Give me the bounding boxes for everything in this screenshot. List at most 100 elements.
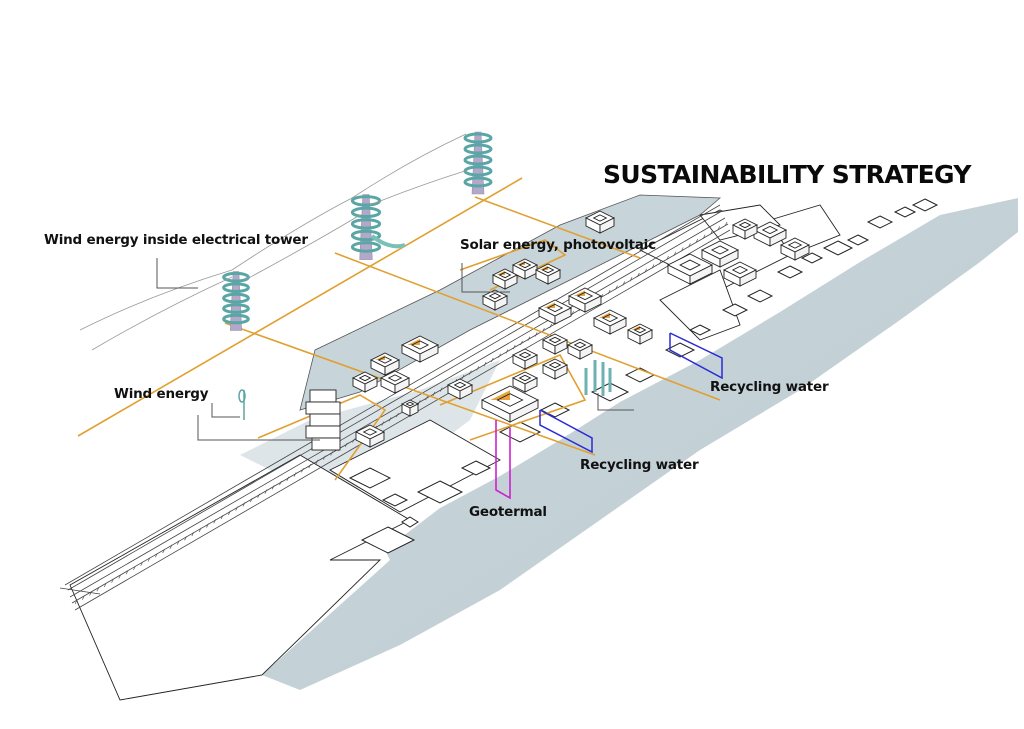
parcel — [498, 421, 542, 443]
building-wall — [419, 344, 439, 363]
rail-tick — [527, 336, 531, 341]
building-wall — [639, 329, 653, 345]
parcel — [381, 493, 409, 507]
solar-panel — [490, 390, 510, 400]
wind-tower-icon — [222, 271, 250, 331]
parcel — [360, 526, 416, 554]
building-inner — [576, 291, 594, 301]
building — [379, 370, 411, 394]
turbine-blade — [350, 218, 382, 230]
solar-panel — [543, 302, 555, 308]
parcel — [822, 240, 854, 256]
solar-panel — [375, 355, 385, 360]
building-inner — [541, 266, 555, 274]
rail-tick — [279, 480, 282, 486]
rail-tick — [571, 311, 574, 316]
label-solar: Solar energy, photovoltaic — [460, 237, 656, 253]
solar-panel — [573, 290, 585, 296]
buildings — [351, 210, 811, 448]
power-cables — [79, 133, 469, 351]
building-inner — [573, 341, 587, 349]
turbine-blade — [463, 132, 493, 144]
solar-panel — [407, 338, 420, 345]
rail-tick — [235, 506, 238, 511]
parcel — [800, 252, 824, 264]
label-geothermal: Geotermal — [469, 504, 547, 520]
building-wall — [794, 244, 810, 261]
rail-tick — [147, 557, 151, 562]
building-inner — [377, 356, 393, 364]
building-wall — [554, 307, 572, 325]
parcel — [721, 303, 749, 317]
rail-tick — [81, 595, 85, 600]
rail-tick — [644, 268, 647, 273]
label-recycling-water-1: Recycling water — [710, 379, 829, 395]
turbine-blade — [350, 206, 382, 219]
building-inner — [787, 241, 803, 249]
building-wall — [689, 264, 713, 285]
rail-tick — [695, 238, 699, 244]
rail-tick — [74, 599, 78, 605]
rail-tick — [520, 340, 523, 346]
parcel — [776, 265, 804, 279]
building-inner — [405, 401, 415, 407]
rail-tick — [396, 412, 399, 418]
rail-tick — [469, 370, 472, 375]
rail-tick — [315, 459, 319, 464]
rail-tick — [490, 357, 494, 363]
rail-tick — [293, 472, 297, 477]
rail-tick — [206, 523, 209, 528]
building — [567, 287, 603, 313]
diagram-title: SUSTAINABILITY STRATEGY — [603, 160, 972, 189]
building — [731, 218, 759, 240]
parcels — [348, 198, 939, 554]
rail-tick — [637, 272, 640, 278]
rail-tick — [213, 519, 217, 524]
building — [511, 258, 539, 280]
building-wall — [369, 431, 385, 448]
building — [626, 323, 654, 345]
building-wall — [524, 354, 538, 370]
building-wall — [554, 364, 568, 380]
building-wall — [609, 317, 627, 335]
rail-tick — [498, 353, 501, 358]
rail-tick — [388, 417, 392, 422]
rail-tick — [724, 221, 728, 227]
rail-tick — [228, 510, 231, 515]
wind-turbine-icon — [238, 389, 246, 420]
rail-tick — [155, 553, 158, 558]
building-wall — [547, 269, 561, 285]
building — [351, 371, 379, 393]
rail-tick — [140, 561, 144, 566]
building-wall — [384, 359, 400, 376]
building-wall — [394, 377, 410, 394]
rail-tick — [622, 281, 626, 286]
rail-tick — [417, 400, 421, 405]
building-inner — [738, 221, 752, 229]
building-inner — [410, 340, 430, 350]
rail-tick — [184, 536, 187, 541]
solar-panel — [539, 265, 548, 270]
parcel — [348, 467, 392, 489]
building — [541, 333, 569, 355]
rail-tick — [439, 387, 443, 392]
building-inner — [592, 214, 608, 222]
solar-panel — [631, 325, 640, 330]
rail-tick — [118, 574, 122, 579]
rail-tick — [308, 463, 312, 469]
water-pipe-1 — [539, 409, 593, 454]
building-wall — [509, 399, 539, 423]
rail-tick — [264, 489, 268, 494]
solar-panel — [598, 312, 610, 318]
rail-tick — [89, 591, 92, 596]
rail-tick — [666, 255, 669, 261]
label-wind-tower: Wind energy inside electrical tower — [44, 232, 308, 248]
rail-tick — [702, 234, 706, 239]
building — [592, 309, 628, 335]
building-inner — [518, 261, 532, 269]
rail-tick — [352, 438, 355, 443]
building — [541, 358, 569, 380]
urban-blocks — [69, 204, 841, 701]
label-wind-energy: Wind energy — [114, 386, 209, 402]
rail-tick — [534, 332, 538, 337]
